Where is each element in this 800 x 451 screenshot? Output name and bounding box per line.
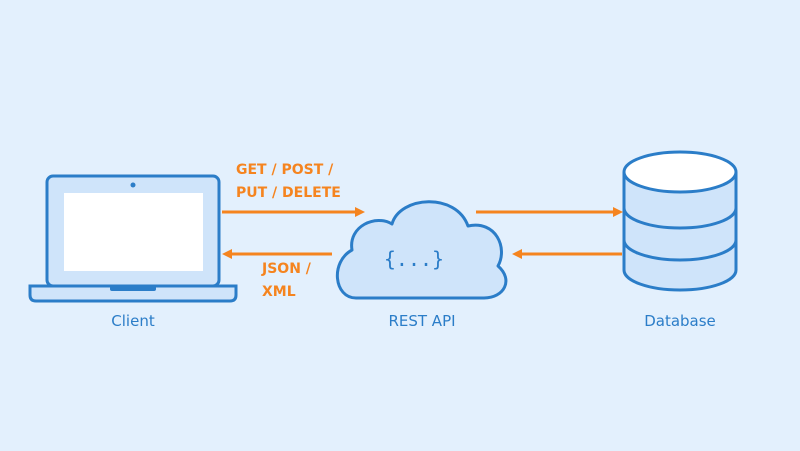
response-format-label: JSON / XML — [262, 258, 311, 304]
request-methods-line1: GET / POST / — [236, 162, 334, 178]
request-methods-label: GET / POST / PUT / DELETE — [236, 159, 341, 205]
laptop-icon — [28, 174, 238, 303]
cloud-icon — [336, 200, 508, 300]
database-label: Database — [644, 312, 716, 330]
api-braces-label: {...} — [383, 247, 445, 271]
response-format-line1: JSON / — [262, 261, 311, 277]
database-icon — [622, 150, 738, 292]
rest-api-label: REST API — [388, 312, 456, 330]
client-label: Client — [111, 312, 155, 330]
request-methods-line2: PUT / DELETE — [236, 185, 341, 201]
response-format-line2: XML — [262, 284, 296, 300]
